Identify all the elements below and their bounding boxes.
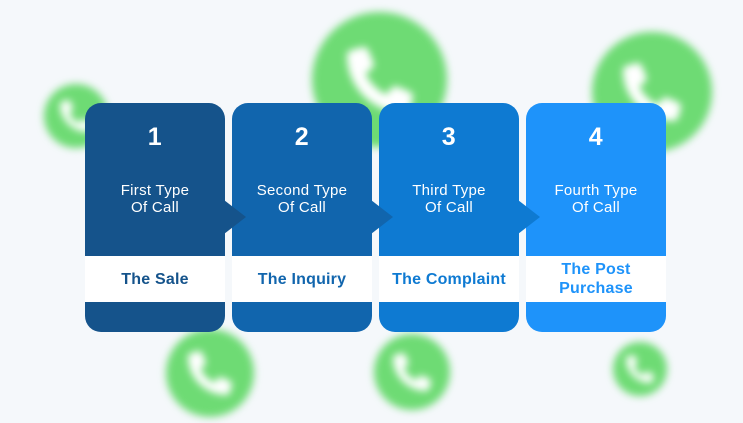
phone-icon (166, 329, 254, 417)
card-label: The Complaint (392, 270, 506, 288)
card-title-line1: First Type (120, 182, 190, 199)
card-label: The Sale (121, 270, 189, 288)
card-title-line2: Of Call (425, 199, 473, 216)
call-type-card-2: 2 Second Type Of Call The Inquiry (232, 103, 393, 332)
phone-icon (613, 342, 667, 396)
card-title-line2: Of Call (572, 199, 620, 216)
card-body: 3 Third Type Of Call The Complaint (379, 103, 519, 332)
card-label-band: The Complaint (379, 256, 519, 302)
card-label: The Inquiry (257, 270, 347, 288)
card-number: 2 (294, 123, 310, 151)
call-type-card-4: 4 Fourth Type Of Call The Post Purchase (526, 103, 666, 332)
card-number: 3 (441, 123, 457, 151)
card-body: 1 First Type Of Call The Sale (85, 103, 225, 332)
phone-icon (374, 334, 450, 410)
call-type-card-1: 1 First Type Of Call The Sale (85, 103, 246, 332)
card-number: 1 (147, 123, 163, 151)
call-type-card-3: 3 Third Type Of Call The Complaint (379, 103, 540, 332)
card-number: 4 (588, 123, 604, 151)
card-row: 1 First Type Of Call The Sale 2 Second T… (85, 103, 666, 332)
card-title: Third Type Of Call (379, 182, 519, 216)
card-label: The Post Purchase (559, 261, 633, 297)
card-title-line2: Of Call (278, 199, 326, 216)
card-title-line1: Third Type (412, 182, 486, 199)
card-title: Fourth Type Of Call (526, 182, 666, 216)
card-title-line2: Of Call (131, 199, 179, 216)
card-title: Second Type Of Call (232, 182, 372, 216)
card-label-band: The Inquiry (232, 256, 372, 302)
card-title-line1: Second Type (256, 182, 348, 199)
card-title-line1: Fourth Type (554, 182, 638, 199)
card-title: First Type Of Call (85, 182, 225, 216)
card-label-band: The Post Purchase (526, 256, 666, 302)
card-body: 2 Second Type Of Call The Inquiry (232, 103, 372, 332)
card-label-band: The Sale (85, 256, 225, 302)
card-body: 4 Fourth Type Of Call The Post Purchase (526, 103, 666, 332)
